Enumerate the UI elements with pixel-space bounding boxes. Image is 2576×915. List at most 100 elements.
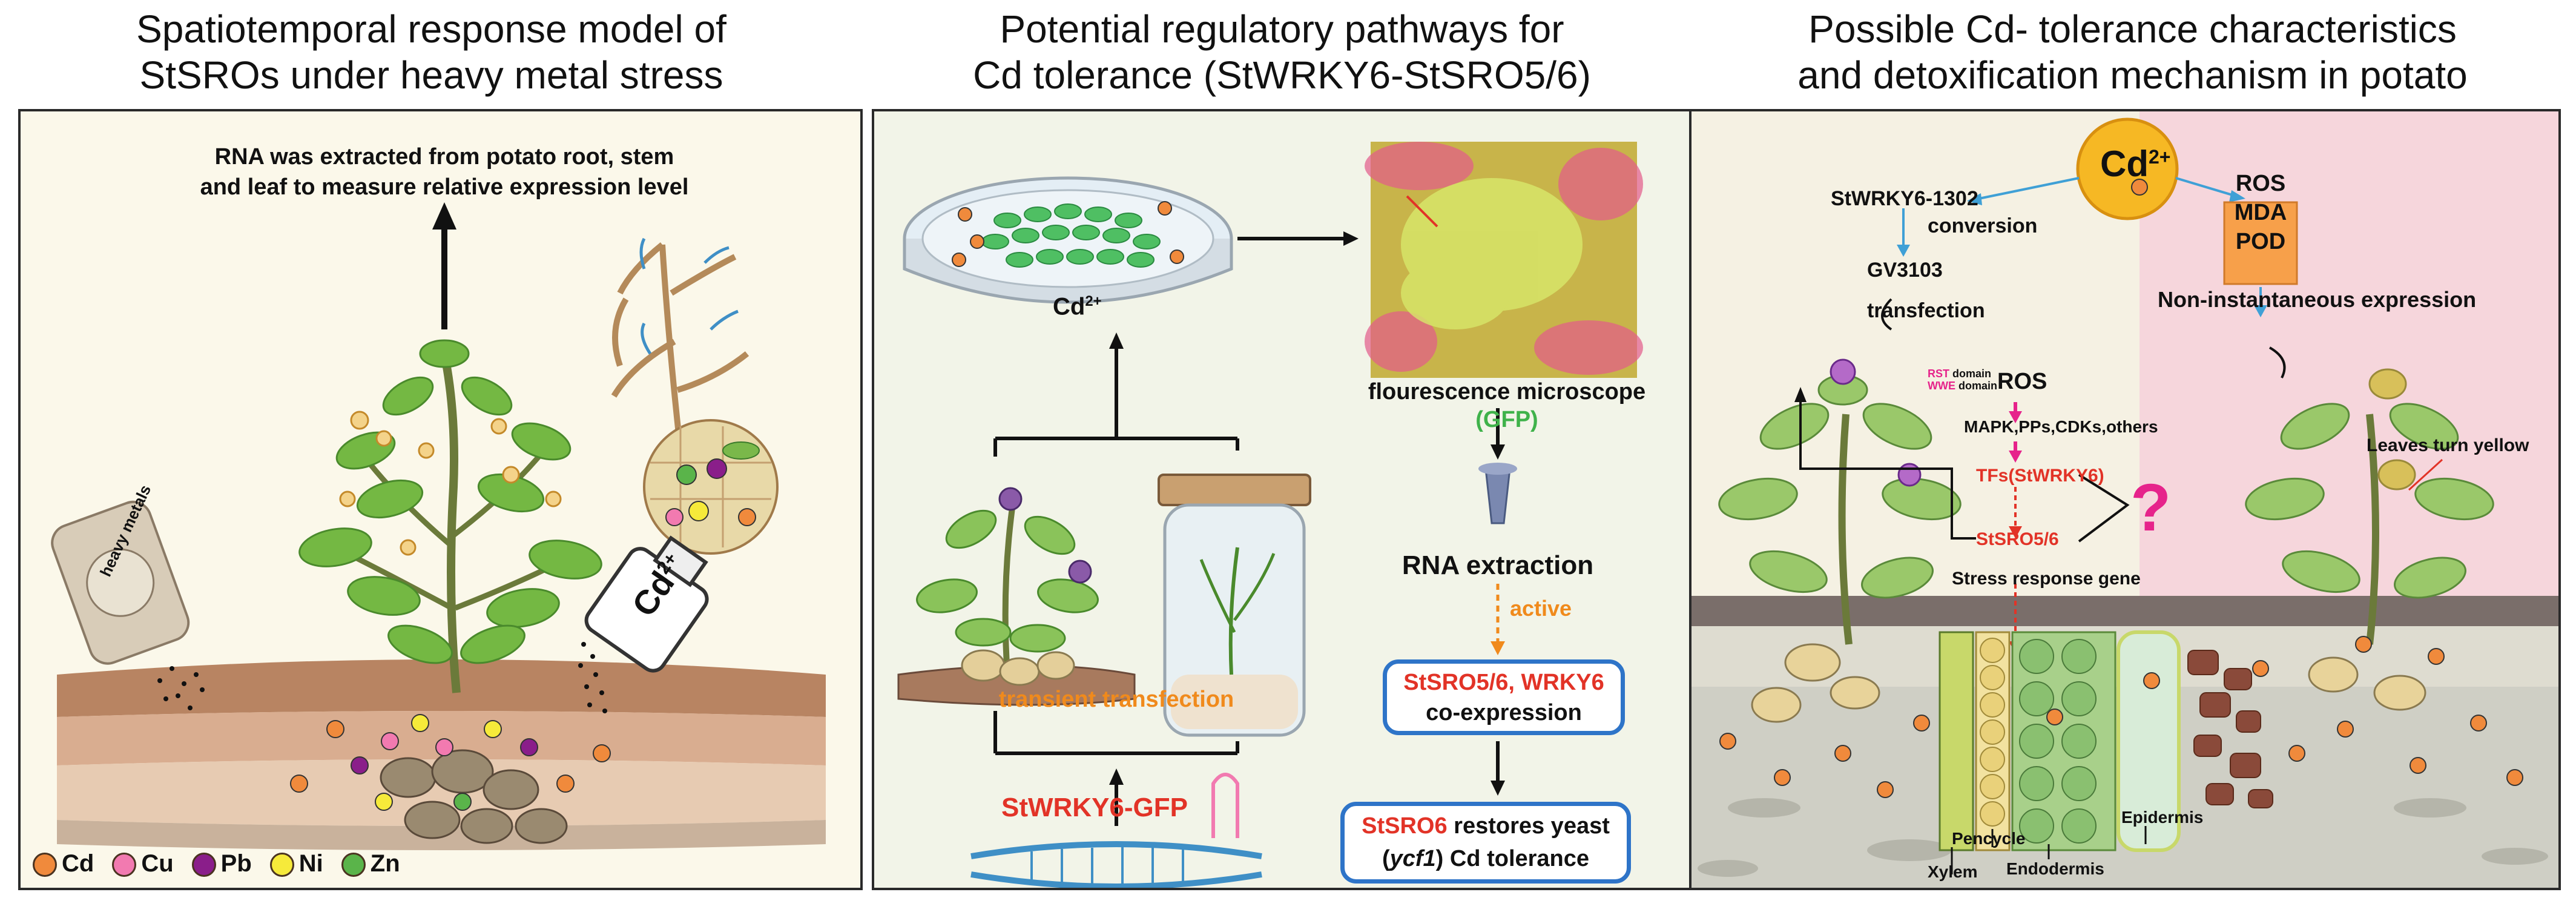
cd-ion-circle	[2076, 117, 2179, 220]
tissue-epidermis: Epidermis	[2121, 808, 2204, 827]
legend-item-cd: Cd	[33, 850, 94, 877]
plasmid-strand-bottom	[970, 871, 1262, 888]
tissue-pencycle: Pencycle	[1952, 829, 2026, 848]
up-arrow-head	[432, 202, 456, 230]
tissue-endodermis: Endodermis	[2006, 859, 2104, 878]
result-text: restores yeast	[1447, 813, 1610, 839]
result-line2: (ycf1) Cd tolerance	[1345, 842, 1627, 875]
heavy-metal-particles	[157, 666, 205, 710]
gfp-construct-label: StWRKY6-GFP	[1001, 793, 1188, 822]
soil-particles	[2187, 650, 2273, 808]
cd-ion-label: Cd2+	[2100, 143, 2170, 185]
legend-dot-cd	[33, 853, 57, 877]
tubers	[380, 749, 568, 844]
cd-ion-sup: 2+	[2148, 146, 2171, 168]
result-paren-open: (	[1382, 846, 1390, 871]
coexp-line1: StSRO5/6, WRKY6	[1403, 670, 1604, 695]
coexp-line2: co-expression	[1426, 700, 1582, 725]
ground-surface	[1692, 596, 2558, 626]
rna-note-line1: RNA was extracted from potato root, stem	[214, 144, 674, 170]
eppendorf-tube	[1484, 467, 1511, 524]
metal-legend: Cd Cu Pb Ni Zn	[33, 850, 418, 877]
stress-gene-label: Stress response gene	[1952, 569, 2141, 589]
panel3-artwork	[1692, 111, 2558, 888]
potted-plant-leaves	[916, 509, 1099, 653]
panel3: Cd2+ StWRKY6-1302 conversion GV3103 tran…	[1689, 109, 2561, 890]
legend-label: Pb	[220, 850, 252, 877]
soil-bottom-layer	[57, 759, 826, 826]
rst-domain-word: domain	[1952, 368, 1992, 380]
ros-box	[2223, 201, 2298, 285]
jar-lid	[1158, 474, 1311, 506]
plant-flowers	[339, 411, 562, 556]
legend-dot-ni	[269, 853, 294, 877]
panel3-title: Possible Cd- tolerance characteristics a…	[1689, 6, 2576, 98]
cd-ion-text: Cd	[2100, 144, 2149, 184]
result-tolerance: ) Cd tolerance	[1435, 846, 1590, 871]
soil-middle-layer	[57, 711, 826, 765]
panel3-title-line1: Possible Cd- tolerance characteristics	[1808, 7, 2457, 51]
result-line1: StSRO6 restores yeast	[1345, 810, 1627, 842]
legend-label: Cu	[141, 850, 174, 877]
legend-item-zn: Zn	[341, 850, 400, 877]
panel1-title-line1: Spatiotemporal response model of	[136, 7, 726, 51]
ros2-label: ROS	[1997, 369, 2047, 394]
rst-domain: RST domain	[1928, 368, 1997, 380]
transient-transfection-label: transient transfection	[998, 687, 1234, 712]
wwe-domain-word: domain	[1958, 380, 1998, 392]
conversion-label: conversion	[1928, 214, 2038, 237]
panel2-title-line2: Cd tolerance (StWRKY6-StSRO5/6)	[973, 53, 1591, 97]
soil-metal-ions	[290, 714, 611, 811]
legend-dot-cu	[112, 853, 137, 877]
plant-leaves	[298, 339, 602, 664]
construct-label: StWRKY6-1302	[1831, 187, 1978, 210]
transfection-label: transfection	[1867, 299, 1985, 322]
legend-item-pb: Pb	[191, 850, 252, 877]
domain-labels: RST domain WWE domain	[1928, 368, 1997, 392]
cd-dropping-particles	[578, 642, 607, 713]
legend-label: Cd	[62, 850, 94, 877]
wwe-label: WWE	[1928, 380, 1955, 392]
result-box: StSRO6 restores yeast (ycf1) Cd toleranc…	[1340, 802, 1631, 884]
dish-label-cd: Cd	[1053, 293, 1085, 320]
panel2-artwork	[897, 142, 1643, 888]
root-system	[611, 242, 749, 451]
heavy-metals-bag	[51, 500, 190, 665]
coexpression-box: StSRO5/6, WRKY6 co-expression	[1383, 659, 1625, 735]
panel1-title: Spatiotemporal response model of StSROs …	[0, 6, 863, 98]
root-cell-zoom	[643, 419, 779, 555]
ros-stack-item: ROS	[2235, 171, 2286, 196]
microscope-label: flourescence microscope (GFP)	[1322, 378, 1690, 434]
xylem-tissue	[1939, 631, 1974, 851]
legend-dot-pb	[191, 853, 216, 877]
dish-label-sup: 2+	[1085, 293, 1102, 309]
tfs-label: TFs(StWRKY6)	[1976, 466, 2104, 486]
root-uptake-arrows	[639, 237, 739, 355]
question-mark: ?	[2130, 471, 2172, 545]
active-label: active	[1510, 596, 1572, 621]
left-plant-leaves	[1718, 374, 1962, 599]
epidermis-tissue	[2116, 630, 2181, 852]
ros-stack-item: MDA	[2234, 200, 2287, 225]
panel2: Cd2+ flourescence microscope (GFP) RNA e…	[872, 109, 1692, 890]
legend-label: Ni	[298, 850, 323, 877]
plant-stem	[440, 352, 461, 693]
soil-top-layer	[57, 659, 826, 717]
rna-extraction-label: RNA extraction	[1402, 550, 1594, 580]
panel3-title-line2: and detoxification mechanism in potato	[1797, 53, 2468, 97]
rna-note-line2: and leaf to measure relative expression …	[200, 174, 689, 200]
cd-ions-soil	[1719, 636, 2523, 798]
panel2-title: Potential regulatory pathways for Cd tol…	[872, 6, 1692, 98]
stress-background	[2140, 111, 2558, 596]
rst-label: RST	[1928, 368, 1949, 380]
wwe-domain: WWE domain	[1928, 380, 1997, 392]
sro-label: StSRO5/6	[1976, 529, 2059, 549]
legend-item-cu: Cu	[112, 850, 174, 877]
plasmid-strand-top	[970, 841, 1262, 859]
gv-label: GV3103	[1867, 259, 1943, 282]
result-gene: StSRO6	[1362, 813, 1448, 839]
panel1-title-line2: StSROs under heavy metal stress	[139, 53, 723, 97]
legend-label: Zn	[370, 850, 400, 877]
microscope-line1: flourescence microscope	[1368, 379, 1646, 405]
